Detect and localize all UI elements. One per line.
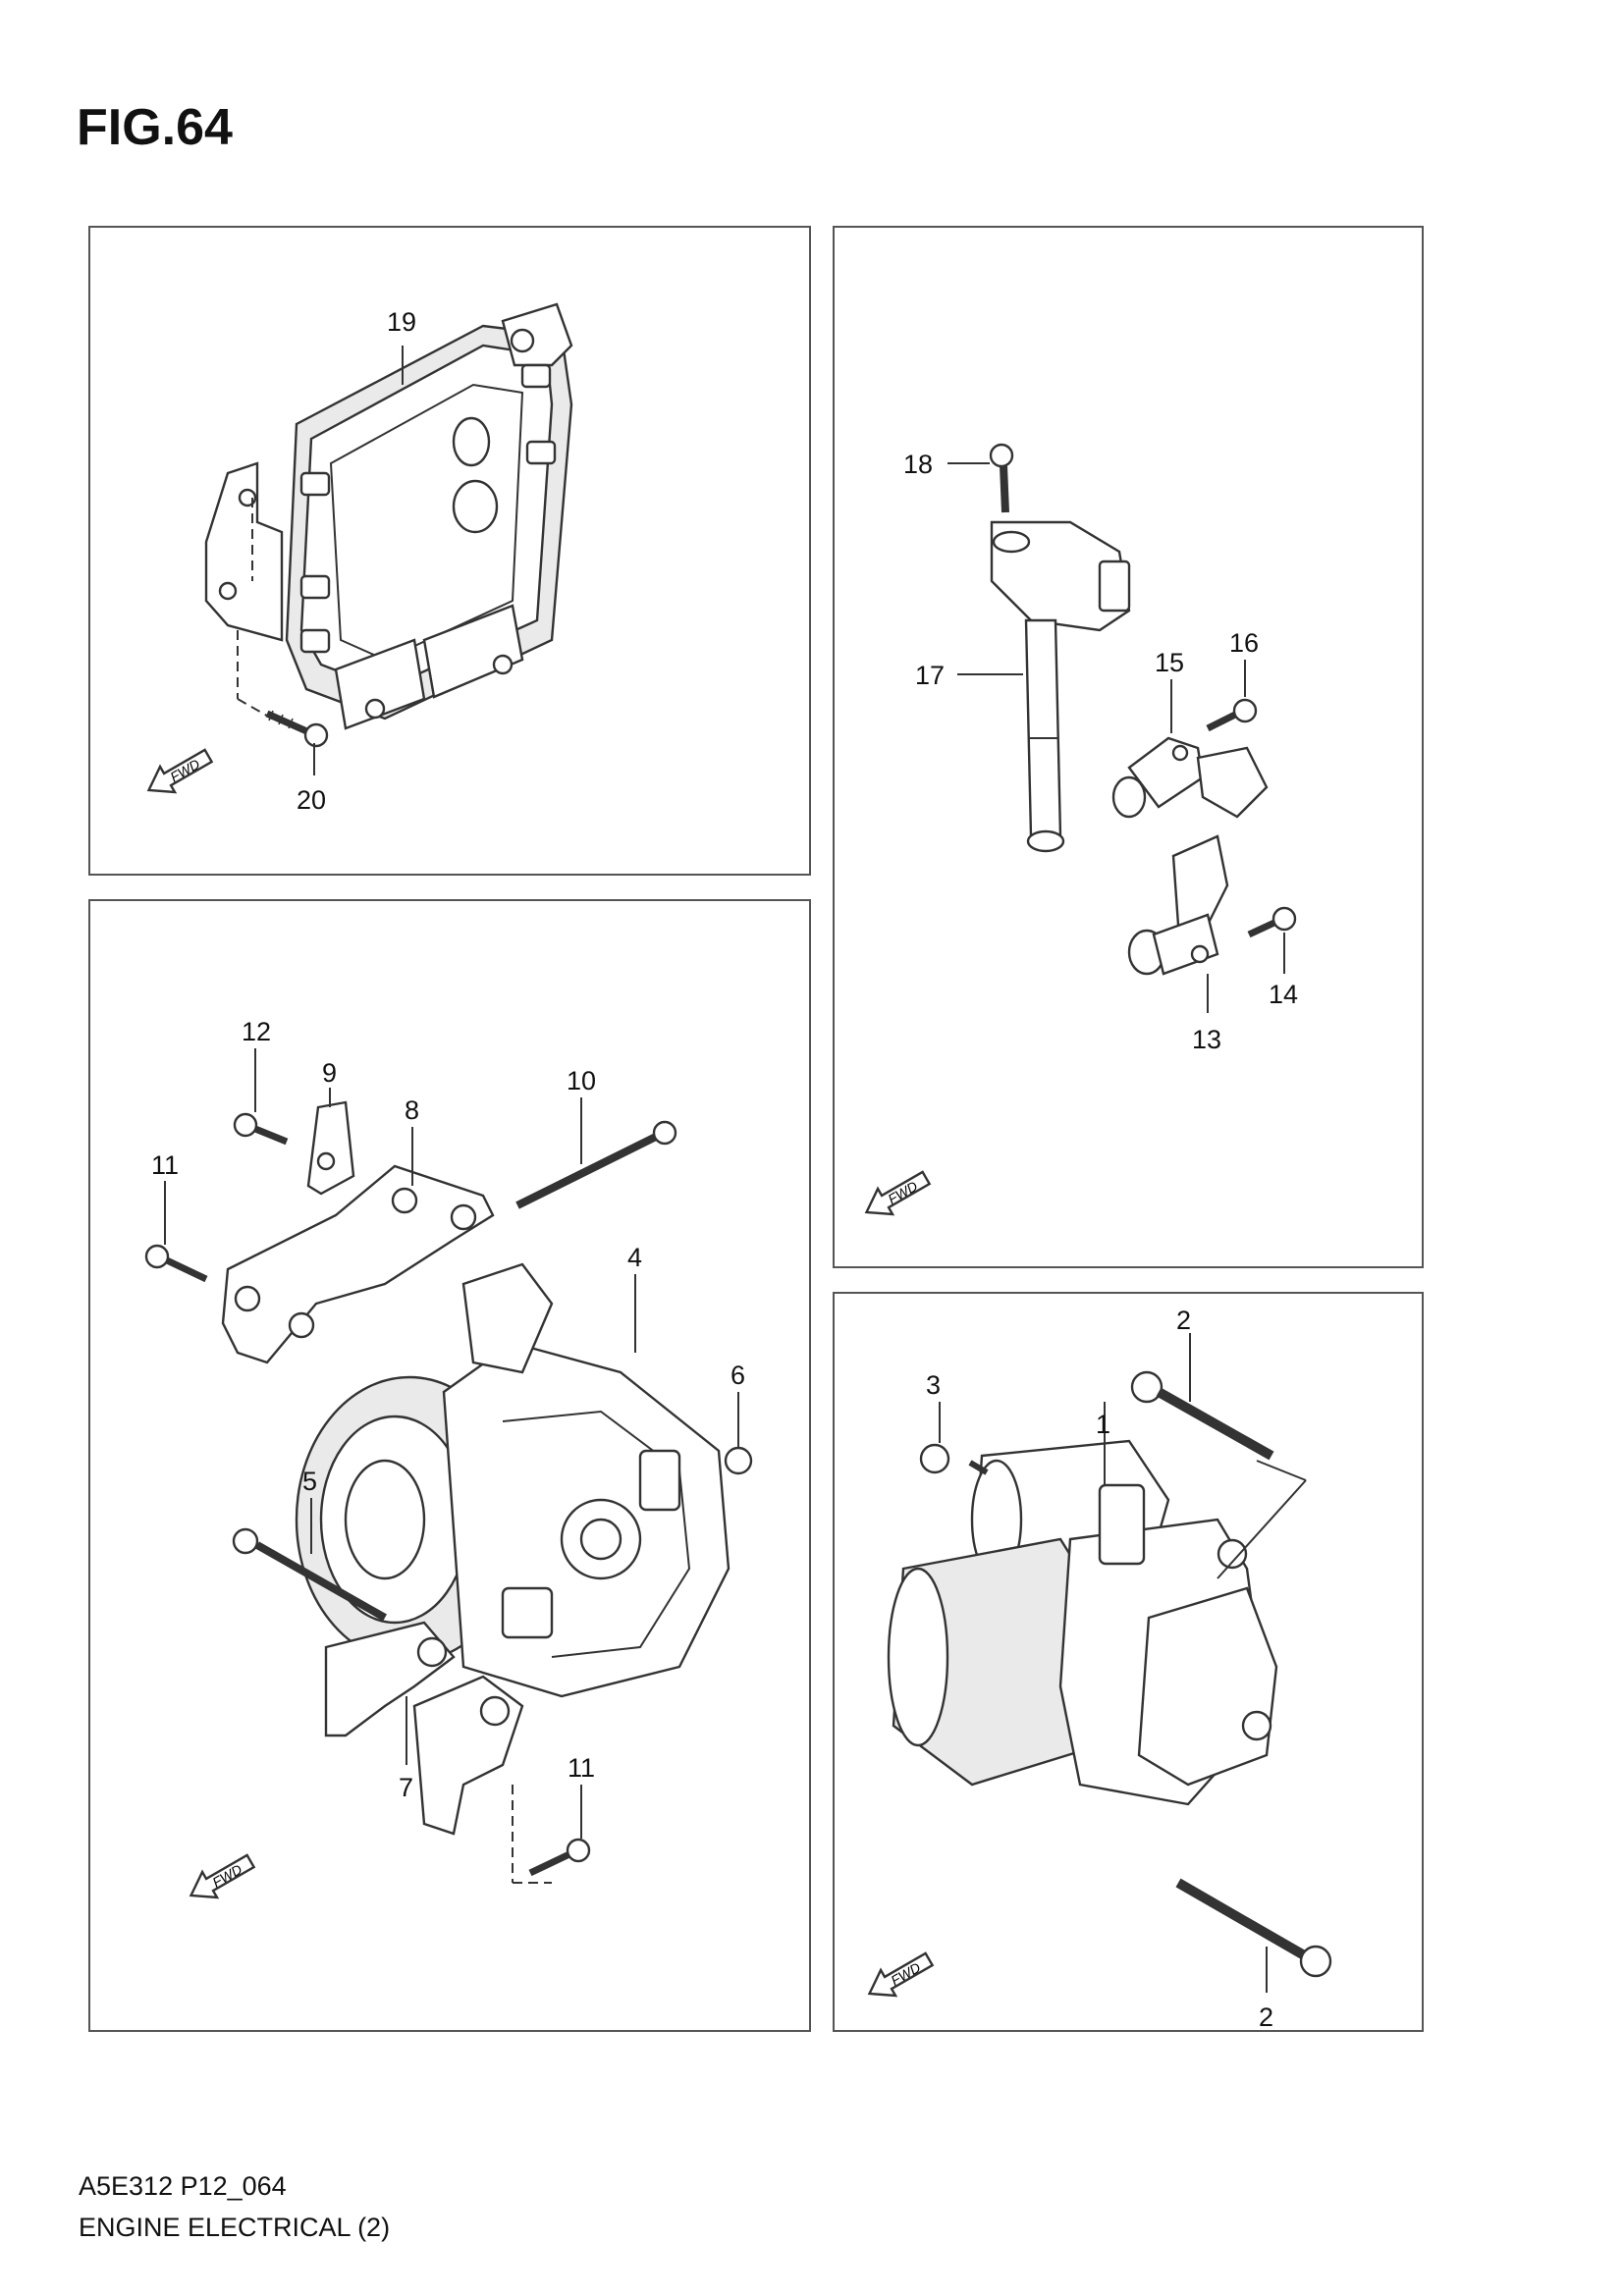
- callout-18: 18: [903, 450, 933, 479]
- fwd-arrow-icon: FWD: [146, 748, 214, 794]
- callout-9: 9: [322, 1058, 337, 1088]
- callout-12: 12: [242, 1017, 271, 1046]
- ecm-illustration: 19 20 FWD: [146, 302, 573, 815]
- alternator-4-part: [295, 1262, 730, 1698]
- ignition-illustration: 18 17 16 15 14 13 FWD: [864, 443, 1298, 1216]
- callout-13: 13: [1192, 1025, 1221, 1054]
- callout-16: 16: [1229, 628, 1259, 658]
- callout-6: 6: [730, 1361, 745, 1390]
- bolt-20-part: [265, 710, 329, 748]
- fwd-arrow-icon: FWD: [864, 1170, 932, 1216]
- ignition-coil-17-part: [990, 520, 1131, 853]
- bolt-16-part: [1206, 698, 1258, 732]
- nut-6-part: [724, 1446, 753, 1475]
- callout-1: 1: [1096, 1410, 1110, 1439]
- bolt-11-lower-part: [528, 1838, 591, 1877]
- nut-3-part: [919, 1443, 950, 1474]
- callout-11-upper: 11: [151, 1150, 179, 1180]
- bolt-2-lower-part: [1175, 1878, 1332, 1978]
- alternator-illustration: 12 9 8 10 11 4 6 5 7 11 FWD: [144, 1017, 753, 1899]
- callout-15: 15: [1155, 648, 1184, 677]
- sensor-15-part: [1111, 736, 1269, 819]
- callout-14: 14: [1269, 980, 1298, 1009]
- callout-4: 4: [627, 1243, 642, 1272]
- callout-2-lower: 2: [1259, 2002, 1273, 2032]
- callout-2-upper: 2: [1176, 1306, 1191, 1335]
- fwd-arrow-icon: FWD: [189, 1853, 256, 1899]
- panel-ecm: 19 20 FWD: [88, 226, 811, 876]
- footer-title: ENGINE ELECTRICAL (2): [79, 2213, 391, 2242]
- panel-starter: 2 3 1 2 FWD: [833, 1292, 1424, 2032]
- bolt-18-part: [989, 443, 1014, 513]
- fwd-arrow-icon: FWD: [867, 1951, 935, 1998]
- panel-alternator: 12 9 8 10 11 4 6 5 7 11 FWD: [88, 899, 811, 2032]
- bolt-11-upper-part: [144, 1244, 208, 1283]
- callout-11-lower: 11: [568, 1753, 595, 1783]
- panel-ignition: 18 17 16 15 14 13 FWD: [833, 226, 1424, 1268]
- callout-20: 20: [297, 785, 326, 815]
- bolt-2-upper-part: [1130, 1370, 1274, 1461]
- sensor-13-part: [1127, 834, 1229, 976]
- starter-motor-1-part: [887, 1439, 1278, 1806]
- callout-19: 19: [387, 307, 416, 337]
- bolt-14-part: [1247, 906, 1297, 938]
- footer-code: A5E312 P12_064: [79, 2171, 287, 2201]
- callout-8: 8: [405, 1095, 419, 1125]
- bolt-12-part: [233, 1112, 289, 1146]
- callout-17: 17: [915, 661, 945, 690]
- stud-10-part: [515, 1120, 677, 1209]
- starter-illustration: 2 3 1 2 FWD: [867, 1306, 1332, 2032]
- callout-10: 10: [567, 1066, 596, 1095]
- callout-7: 7: [399, 1773, 413, 1802]
- bolt-5-part: [232, 1527, 387, 1622]
- callout-3: 3: [926, 1370, 941, 1400]
- figure-title: FIG.64: [77, 99, 233, 156]
- callout-5: 5: [302, 1467, 317, 1496]
